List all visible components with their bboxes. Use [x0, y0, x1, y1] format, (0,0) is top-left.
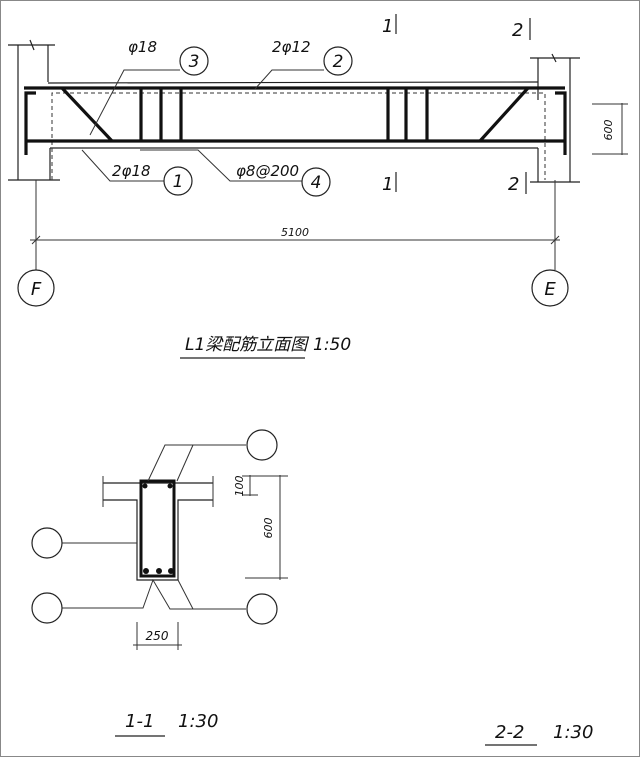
callout-3-circle [179, 46, 209, 76]
height-dimension [592, 103, 628, 155]
section-1-label: 1-1 [125, 711, 154, 732]
callout-3-num: 3 [189, 52, 200, 72]
axis-label-f: F [31, 279, 42, 300]
section-2-scale: 1:30 [553, 722, 593, 743]
section-mark-1-bottom: 1 [382, 174, 393, 195]
elevation-title: L1梁配筋立面图 [185, 335, 309, 355]
section-callout-circle [246, 593, 278, 625]
height-dim-text: 600 [602, 120, 615, 141]
callout-4-circle [301, 167, 331, 197]
callout-1-text: 2φ18 [112, 162, 151, 180]
section-callout-circle [31, 592, 63, 624]
leaders [81, 69, 324, 182]
rebar [24, 86, 567, 155]
callout-1-num: 1 [173, 172, 184, 192]
callout-2-text: 2φ12 [272, 38, 311, 56]
callout-1-circle [163, 166, 193, 196]
section-height-dim-text: 600 [262, 518, 275, 539]
callout-4-text: φ8@200 [236, 162, 299, 180]
section-callout-circle [31, 527, 63, 559]
elevation-scale: 1:50 [313, 335, 351, 355]
right-column [530, 53, 580, 183]
section-width-dim-text: 250 [146, 629, 169, 643]
stirrup [139, 479, 176, 578]
axis-bubble-f [17, 269, 55, 307]
section-dimensions [133, 475, 288, 650]
section-1-scale: 1:30 [178, 711, 218, 732]
flange-dim-text: 100 [233, 476, 246, 497]
axis-label-e: E [544, 279, 556, 300]
stirrups-4 [139, 88, 429, 141]
cross-section [62, 444, 246, 610]
section-mark-2-top: 2 [512, 20, 523, 41]
callout-2-num: 2 [333, 52, 344, 72]
callout-4-num: 4 [311, 173, 322, 193]
section-callout-circle [246, 429, 278, 461]
beam-outline [47, 81, 546, 180]
axis-bubble-e [531, 269, 569, 307]
callout-2-circle [323, 46, 353, 76]
bent-bar-3 [60, 86, 114, 143]
section-mark-2-bottom: 2 [508, 174, 519, 195]
section-mark-1-top: 1 [382, 16, 393, 37]
span-dimension [30, 180, 560, 270]
left-column [8, 39, 60, 181]
span-dim-text: 5100 [281, 226, 309, 239]
callout-3-text: φ18 [128, 38, 157, 56]
section-2-label: 2-2 [495, 722, 524, 743]
